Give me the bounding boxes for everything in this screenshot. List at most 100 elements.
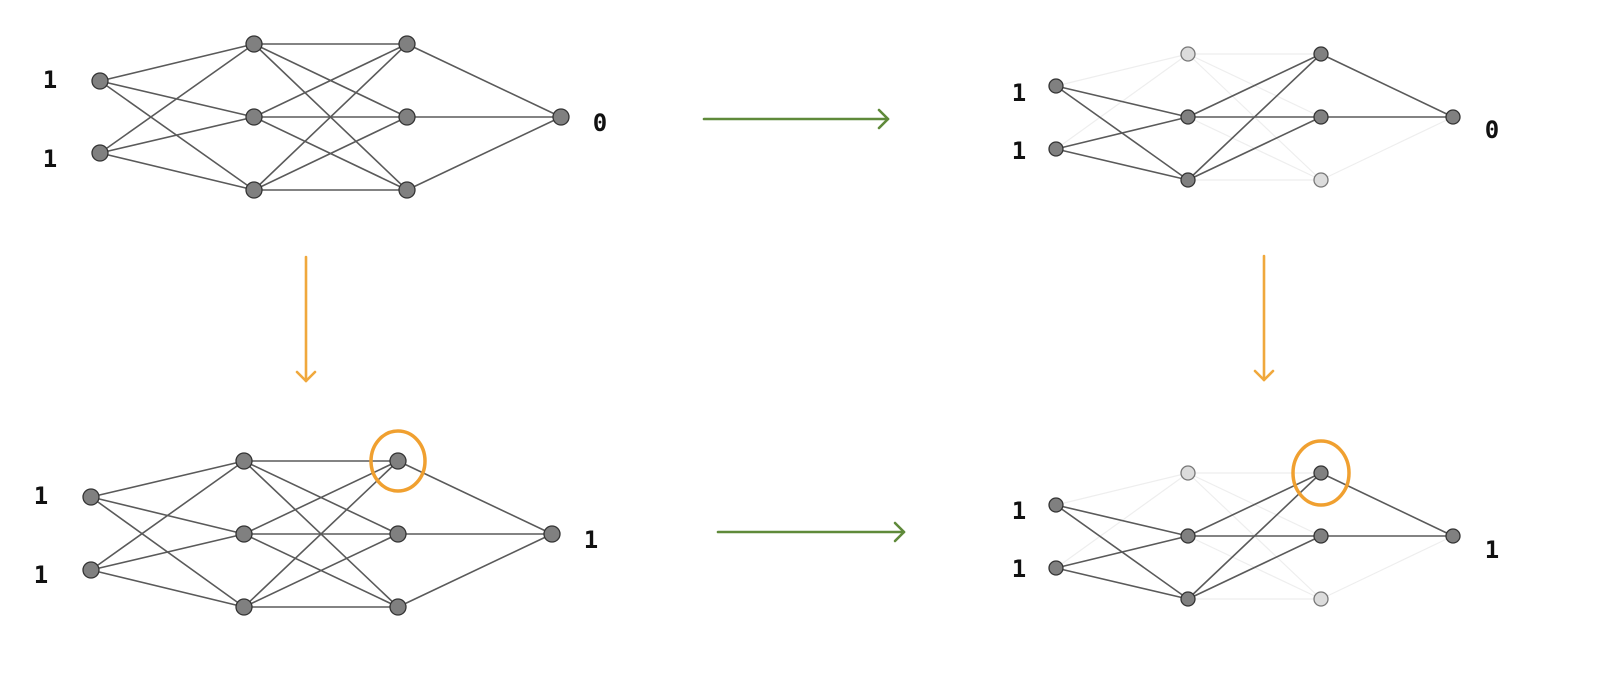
hidden1-node-2: [1180, 528, 1196, 544]
nodes: [82, 429, 561, 616]
hidden1-node-2: [235, 525, 253, 543]
labels: 1 1 0: [43, 66, 607, 173]
edge-input2-hidden1-2: [90, 533, 245, 571]
input-node-1: [1048, 497, 1064, 513]
output-label: 0: [593, 109, 607, 137]
network-panel-full-modified: 1 1 1: [34, 429, 598, 616]
edge-input1-hidden1-1: [1055, 53, 1189, 87]
edge-hidden1-3-hidden2-1: [1187, 53, 1322, 181]
output-node: [543, 525, 561, 543]
hidden1-node-1: [245, 35, 263, 53]
hidden2-node-2: [398, 108, 416, 126]
edge-input2-hidden1-1: [90, 460, 245, 571]
hidden2-node-2: [1313, 528, 1329, 544]
arrow-right-vertical: [1253, 254, 1275, 382]
input-node-2: [1048, 141, 1064, 157]
edges: [90, 460, 553, 608]
input-label-2: 1: [43, 145, 57, 173]
output-label: 1: [584, 526, 598, 554]
edge-input2-hidden1-3: [1055, 567, 1189, 600]
edge-input1-hidden1-1: [99, 43, 255, 82]
output-node: [552, 108, 570, 126]
nodes: [1048, 46, 1461, 188]
edge-input2-hidden1-2: [99, 116, 255, 154]
hidden1-node-2: [1180, 109, 1196, 125]
edge-input2-hidden1-3: [90, 569, 245, 608]
edges: [99, 43, 562, 191]
output-node: [1445, 528, 1461, 544]
edges: [1055, 53, 1454, 181]
hidden1-node-1: [1180, 465, 1196, 481]
input-node-2: [1048, 560, 1064, 576]
hidden1-node-3: [1180, 591, 1196, 607]
edge-input2-hidden1-2: [1055, 535, 1189, 569]
hidden2-node-1: [398, 35, 416, 53]
nodes: [91, 35, 570, 199]
network-panel-dropout-original: 1 1 0: [1012, 46, 1499, 188]
hidden2-node-1: [389, 452, 407, 470]
edge-hidden1-2-hidden2-1: [1187, 472, 1322, 537]
edge-input1-hidden1-2: [1055, 504, 1189, 537]
input-node-2: [91, 144, 109, 162]
hidden2-node-3: [389, 598, 407, 616]
input-label-1: 1: [1012, 79, 1026, 107]
input-label-2: 1: [1012, 555, 1026, 583]
edge-hidden1-3-hidden2-2: [253, 116, 408, 191]
hidden2-node-2: [1313, 109, 1329, 125]
output-label: 0: [1485, 116, 1499, 144]
input-label-2: 1: [34, 561, 48, 589]
highlight-ring: [369, 429, 427, 493]
edge-hidden2-3-output: [406, 116, 562, 191]
hidden1-node-3: [1180, 172, 1196, 188]
edge-input1-hidden1-1: [1055, 472, 1189, 506]
arrows-layer: [295, 108, 1275, 543]
output-label: 1: [1485, 536, 1499, 564]
edge-hidden1-3-hidden2-2: [1187, 535, 1322, 600]
edge-hidden2-1-output: [1320, 472, 1454, 537]
output-node: [1445, 109, 1461, 125]
edge-hidden2-1-output: [1320, 53, 1454, 118]
hidden1-node-2: [245, 108, 263, 126]
labels: 1 1 1: [1012, 497, 1499, 583]
hidden1-node-3: [245, 181, 263, 199]
edge-hidden1-2-hidden2-1: [1187, 53, 1322, 118]
edge-input1-hidden1-2: [1055, 85, 1189, 118]
input-label-1: 1: [1012, 497, 1026, 525]
edge-hidden1-3-hidden2-1: [253, 43, 408, 191]
hidden2-node-2: [389, 525, 407, 543]
edge-hidden2-3-output: [1320, 535, 1454, 600]
edge-hidden1-3-hidden2-2: [1187, 116, 1322, 181]
hidden1-node-3: [235, 598, 253, 616]
hidden2-node-1: [1313, 465, 1329, 481]
edge-input2-hidden1-1: [99, 43, 255, 154]
hidden1-node-1: [1180, 46, 1196, 62]
hidden1-node-1: [235, 452, 253, 470]
edges: [1055, 472, 1454, 600]
labels: 1 1 0: [1012, 79, 1499, 165]
edge-hidden2-1-output: [397, 460, 553, 535]
labels: 1 1 1: [34, 482, 598, 589]
hidden2-node-3: [398, 181, 416, 199]
edge-input1-hidden1-1: [90, 460, 245, 498]
edge-hidden2-3-output: [397, 533, 553, 608]
edge-input2-hidden1-3: [1055, 148, 1189, 181]
edge-hidden1-3-hidden2-2: [243, 533, 399, 608]
nodes: [1048, 439, 1461, 607]
input-label-1: 1: [43, 66, 57, 94]
edge-input2-hidden1-3: [99, 152, 255, 191]
network-panel-dropout-modified: 1 1 1: [1012, 439, 1499, 607]
hidden2-node-3: [1313, 591, 1329, 607]
highlight-ring: [1291, 439, 1351, 507]
input-node-1: [82, 488, 100, 506]
network-panel-full-original: 1 1 0: [43, 35, 607, 199]
edge-input2-hidden1-2: [1055, 116, 1189, 150]
hidden2-node-1: [1313, 46, 1329, 62]
edge-hidden1-3-hidden2-1: [243, 460, 399, 608]
input-node-1: [91, 72, 109, 90]
edge-hidden2-1-output: [406, 43, 562, 118]
edge-hidden1-2-hidden2-1: [253, 43, 408, 118]
arrow-top-horizontal: [702, 108, 890, 130]
arrow-bottom-horizontal: [716, 521, 906, 543]
input-node-1: [1048, 78, 1064, 94]
